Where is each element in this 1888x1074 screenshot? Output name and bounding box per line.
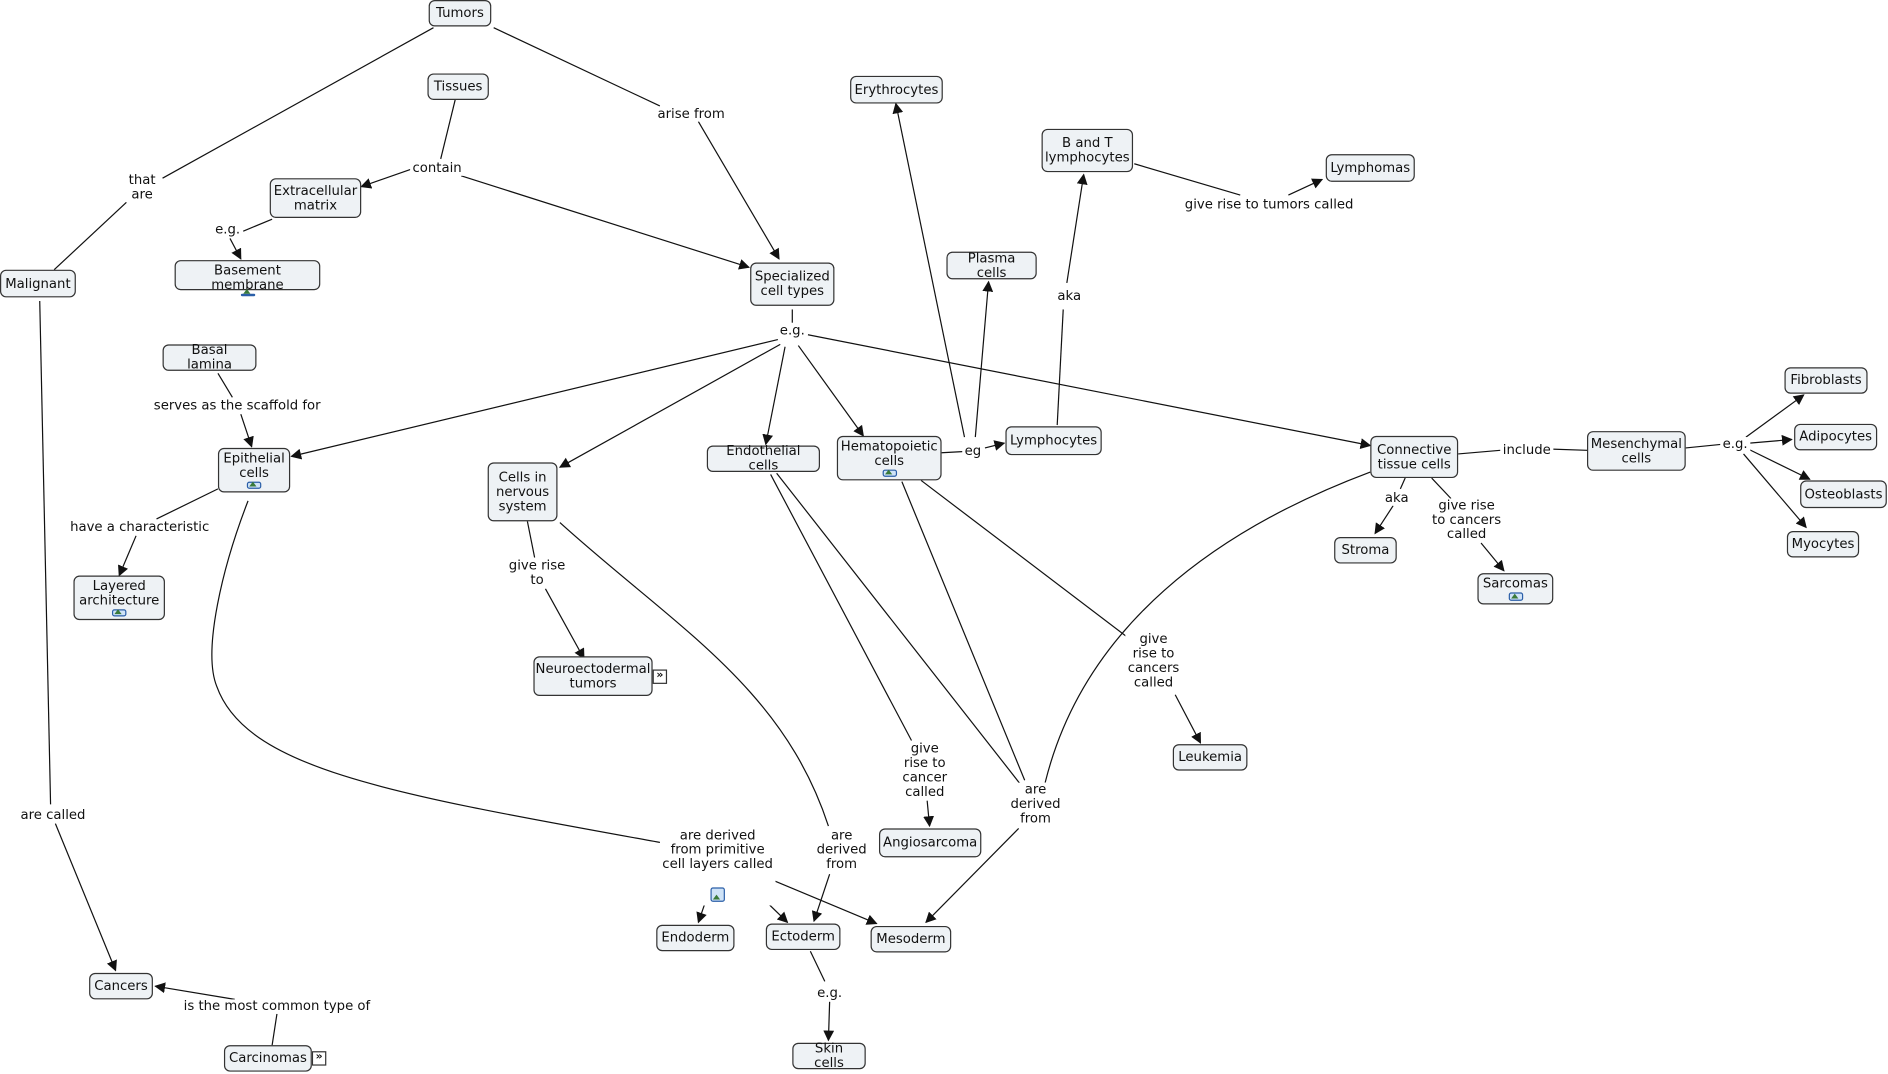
node-sarcomas[interactable]: Sarcomas [1477, 573, 1554, 605]
link-are-derived-from-nervous[interactable]: are derived from [814, 828, 870, 872]
link-give-rise-to[interactable]: give rise to [506, 558, 568, 588]
node-stroma[interactable]: Stroma [1334, 537, 1397, 564]
link-eg-hematopoietic[interactable]: eg [962, 444, 984, 459]
node-leukemia[interactable]: Leukemia [1172, 744, 1248, 771]
link-most-common-type[interactable]: is the most common type of [181, 999, 373, 1014]
link-derived-primitive-layers[interactable]: are derived from primitive cell layers c… [659, 813, 776, 906]
link-give-rise-cancer-angiosarcoma[interactable]: give rise to cancer called [899, 741, 950, 800]
node-extracellular-matrix[interactable]: Extracellular matrix [269, 178, 362, 218]
node-angiosarcoma[interactable]: Angiosarcoma [878, 828, 982, 858]
node-ectoderm[interactable]: Ectoderm [765, 923, 841, 951]
node-lymphocytes[interactable]: Lymphocytes [1005, 426, 1102, 456]
link-that-are[interactable]: that are [126, 173, 158, 203]
node-hematopoietic-cells[interactable]: Hematopoietic cells [836, 435, 942, 481]
link-are-called[interactable]: are called [18, 807, 88, 823]
node-epithelial-cells[interactable]: Epithelial cells [217, 447, 291, 493]
link-eg-skin[interactable]: e.g. [814, 986, 845, 1001]
link-give-rise-cancers-leukemia[interactable]: give rise to cancers called [1125, 632, 1182, 690]
link-aka-stroma[interactable]: aka [1382, 491, 1412, 506]
node-mesoderm[interactable]: Mesoderm [870, 925, 952, 953]
link-give-rise-cancers-sarcomas[interactable]: give rise to cancers called [1429, 498, 1504, 542]
link-give-rise-tumors-called[interactable]: give rise to tumors called [1182, 197, 1356, 212]
node-lymphomas[interactable]: Lymphomas [1325, 154, 1415, 182]
link-have-characteristic[interactable]: have a characteristic [67, 520, 212, 535]
image-attachment-icon[interactable] [240, 288, 255, 297]
node-plasma-cells[interactable]: Plasma cells [946, 250, 1037, 279]
node-fibroblasts[interactable]: Fibroblasts [1784, 367, 1868, 394]
node-basal-lamina[interactable]: Basal lamina [162, 343, 257, 371]
node-neuroectodermal-tumors[interactable]: Neuroectodermal tumors » [533, 656, 668, 696]
node-tumors[interactable]: Tumors [428, 0, 492, 27]
node-endoderm[interactable]: Endoderm [656, 924, 735, 952]
node-basement-membrane[interactable]: Basement membrane [174, 260, 321, 297]
image-attachment-icon[interactable] [111, 609, 127, 617]
node-tissues[interactable]: Tissues [427, 73, 489, 100]
node-endothelial-cells[interactable]: Endothelial cells [706, 444, 820, 473]
node-carcinomas[interactable]: Carcinomas » [223, 1045, 327, 1072]
node-specialized-cell-types[interactable]: Specialized cell types [750, 262, 835, 306]
submap-link-icon[interactable]: » [311, 1051, 327, 1066]
node-myocytes[interactable]: Myocytes [1786, 531, 1860, 558]
link-arise-from[interactable]: arise from [655, 107, 728, 122]
link-eg-specialized[interactable]: e.g. [777, 323, 808, 339]
node-adipocytes[interactable]: Adipocytes [1794, 423, 1878, 451]
link-are-derived-from-hematopoietic[interactable]: are derived from [1008, 782, 1063, 827]
node-layered-architecture[interactable]: Layered architecture [73, 575, 165, 621]
node-skin-cells[interactable]: Skin cells [792, 1041, 866, 1070]
node-osteoblasts[interactable]: Osteoblasts [1800, 480, 1887, 509]
node-malignant[interactable]: Malignant [0, 269, 76, 298]
link-include[interactable]: include [1500, 443, 1554, 458]
link-eg-mesenchymal[interactable]: e.g. [1720, 436, 1751, 452]
link-aka-lymphocytes[interactable]: aka [1054, 288, 1084, 304]
link-eg-basement[interactable]: e.g. [212, 222, 243, 238]
image-attachment-icon[interactable] [246, 481, 262, 489]
node-cells-in-nervous-system[interactable]: Cells in nervous system [487, 462, 558, 522]
node-mesenchymal-cells[interactable]: Mesenchymal cells [1587, 431, 1686, 471]
link-serves-as-scaffold[interactable]: serves as the scaffold for [151, 398, 324, 414]
submap-link-icon[interactable]: » [652, 668, 668, 684]
node-cancers[interactable]: Cancers [89, 972, 153, 1000]
node-b-and-t-lymphocytes[interactable]: B and T lymphocytes [1041, 128, 1134, 173]
node-connective-tissue-cells[interactable]: Connective tissue cells [1370, 435, 1459, 479]
image-attachment-icon[interactable] [1508, 592, 1523, 601]
image-attachment-icon[interactable] [882, 469, 897, 477]
image-attachment-icon[interactable] [710, 887, 725, 902]
node-erythrocytes[interactable]: Erythrocytes [850, 75, 943, 104]
link-derived-primitive-layers-text: are derived from primitive cell layers c… [662, 827, 773, 872]
link-contain[interactable]: contain [410, 161, 465, 176]
